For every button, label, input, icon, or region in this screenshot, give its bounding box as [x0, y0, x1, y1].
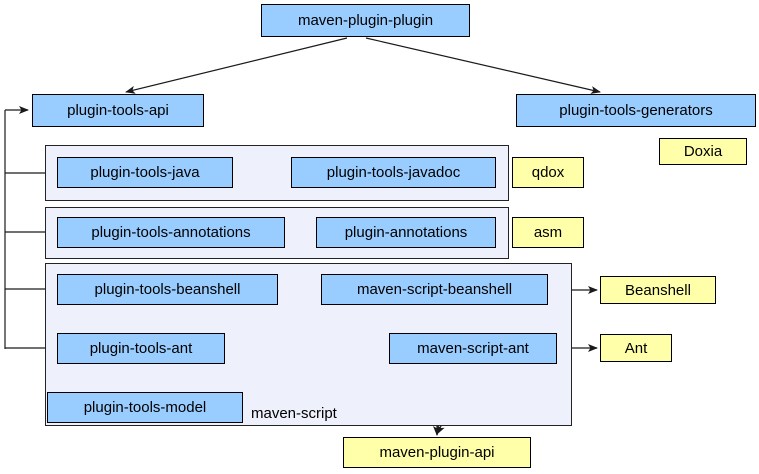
node-plugin-tools-api[interactable]: plugin-tools-api — [32, 94, 204, 127]
node-maven-script-beanshell[interactable]: maven-script-beanshell — [321, 274, 548, 305]
node-maven-plugin-api[interactable]: maven-plugin-api — [343, 437, 531, 468]
node-plugin-tools-annotations[interactable]: plugin-tools-annotations — [57, 217, 285, 248]
node-doxia[interactable]: Doxia — [659, 138, 747, 165]
node-asm[interactable]: asm — [512, 217, 584, 248]
node-plugin-annotations[interactable]: plugin-annotations — [316, 217, 496, 248]
node-maven-plugin-plugin[interactable]: maven-plugin-plugin — [261, 4, 470, 37]
node-plugin-tools-ant[interactable]: plugin-tools-ant — [57, 333, 225, 364]
node-plugin-tools-javadoc[interactable]: plugin-tools-javadoc — [291, 157, 496, 188]
node-plugin-tools-beanshell[interactable]: plugin-tools-beanshell — [57, 274, 278, 305]
edge-plugin-plugin-to-tools-api — [125, 37, 348, 94]
group-maven-script-label: maven-script — [251, 405, 337, 422]
node-beanshell[interactable]: Beanshell — [600, 276, 716, 304]
node-ant[interactable]: Ant — [600, 334, 672, 362]
edge-plugin-plugin-to-generators — [365, 37, 601, 94]
node-plugin-tools-java[interactable]: plugin-tools-java — [57, 157, 233, 188]
node-qdox[interactable]: qdox — [512, 157, 584, 188]
node-plugin-tools-generators[interactable]: plugin-tools-generators — [516, 94, 756, 127]
node-maven-script-ant[interactable]: maven-script-ant — [389, 333, 557, 364]
node-plugin-tools-model[interactable]: plugin-tools-model — [47, 392, 243, 423]
